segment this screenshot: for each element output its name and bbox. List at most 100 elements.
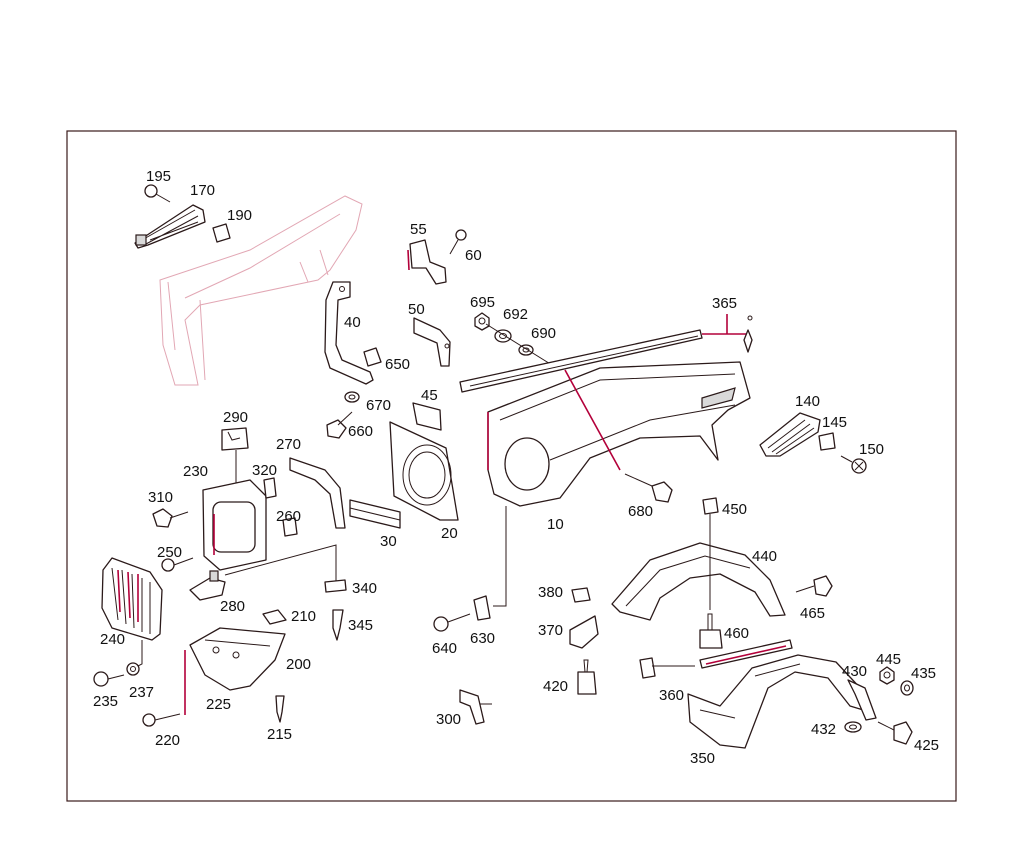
part-430-bracket — [847, 679, 877, 721]
callout-200: 200 — [286, 656, 311, 673]
part-210-clip — [262, 609, 287, 625]
part-360-seal — [639, 639, 793, 679]
callout-320: 320 — [252, 462, 277, 479]
callout-345: 345 — [348, 617, 373, 634]
part-630-clip — [473, 595, 491, 621]
part-235-bolt — [93, 671, 125, 687]
part-445-nut — [879, 666, 895, 685]
callout-360: 360 — [659, 687, 684, 704]
callout-440: 440 — [752, 548, 777, 565]
callout-45: 45 — [421, 387, 438, 404]
part-435-washer — [900, 680, 914, 696]
callout-210: 210 — [291, 608, 316, 625]
callout-370: 370 — [538, 622, 563, 639]
part-345-screw — [332, 609, 344, 641]
part-310-screw — [152, 508, 189, 528]
callout-445: 445 — [876, 651, 901, 668]
leader-695-690 — [485, 323, 561, 371]
part-465-screw — [795, 575, 833, 597]
callout-140: 140 — [795, 393, 820, 410]
part-380-clip — [571, 587, 591, 603]
callout-380: 380 — [538, 584, 563, 601]
part-240-grille — [101, 557, 163, 641]
part-145-clip — [818, 432, 836, 451]
part-450-clip — [702, 497, 719, 515]
part-650-clip — [363, 347, 382, 367]
part-200-lower-housing — [189, 627, 286, 691]
part-260-clip — [282, 517, 298, 537]
part-460-plug — [699, 613, 723, 649]
callout-230: 230 — [183, 463, 208, 480]
callout-30: 30 — [380, 533, 397, 550]
part-60-screw — [449, 229, 467, 255]
part-300-bracket — [459, 689, 492, 725]
callout-labels: 10 20 30 40 45 50 55 60 140 145 150 170 … — [93, 168, 939, 767]
callout-250: 250 — [157, 544, 182, 561]
callout-237: 237 — [129, 684, 154, 701]
callout-310: 310 — [148, 489, 173, 506]
callout-220: 220 — [155, 732, 180, 749]
part-280-bracket — [189, 570, 226, 601]
part-40-bracket — [324, 281, 374, 385]
callout-10: 10 — [547, 516, 564, 533]
part-695-nut — [474, 312, 490, 331]
callout-300: 300 — [436, 711, 461, 728]
part-670-washer — [344, 391, 360, 403]
part-290-clip — [221, 427, 249, 451]
part-680-bolt — [624, 473, 673, 503]
part-55-bracket — [407, 239, 447, 285]
callout-215: 215 — [267, 726, 292, 743]
callout-225: 225 — [206, 696, 231, 713]
part-20-inner-panel — [389, 421, 459, 521]
callout-240: 240 — [100, 631, 125, 648]
callout-235: 235 — [93, 693, 118, 710]
callout-420: 420 — [543, 678, 568, 695]
diagram-frame — [66, 130, 957, 802]
callout-450: 450 — [722, 501, 747, 518]
part-195-screw — [144, 184, 171, 203]
callout-50: 50 — [408, 301, 425, 318]
part-10-fender — [487, 361, 751, 507]
callout-190: 190 — [227, 207, 252, 224]
callout-150: 150 — [859, 441, 884, 458]
part-420-plug — [577, 659, 597, 695]
callout-350: 350 — [690, 750, 715, 767]
callout-145: 145 — [822, 414, 847, 431]
leader-10-630 — [493, 506, 507, 607]
callout-692: 692 — [503, 306, 528, 323]
part-250-screw — [161, 557, 194, 572]
vehicle-outline-reference — [159, 195, 363, 386]
callout-460: 460 — [724, 625, 749, 642]
leader-680 — [564, 369, 621, 471]
callout-650: 650 — [385, 356, 410, 373]
part-150-screw — [840, 455, 867, 474]
part-50-bracket — [413, 317, 451, 367]
part-660-screw — [326, 411, 353, 439]
part-170-trim-strip — [134, 204, 206, 249]
callout-55: 55 — [410, 221, 427, 238]
part-692-washer — [494, 329, 512, 343]
part-440-wheelhouse-liner — [611, 542, 786, 621]
callout-365: 365 — [712, 295, 737, 312]
callout-630: 630 — [470, 630, 495, 647]
part-340-clip — [324, 579, 347, 593]
callout-340: 340 — [352, 580, 377, 597]
callout-670: 670 — [366, 397, 391, 414]
part-320-clip — [263, 477, 277, 499]
callout-260: 260 — [276, 508, 301, 525]
part-425-bolt — [877, 721, 913, 745]
callout-690: 690 — [531, 325, 556, 342]
callout-660: 660 — [348, 423, 373, 440]
part-215-screw — [275, 695, 285, 723]
callout-270: 270 — [276, 436, 301, 453]
callout-40: 40 — [344, 314, 361, 331]
callout-60: 60 — [465, 247, 482, 264]
callout-425: 425 — [914, 737, 939, 754]
part-370-bracket — [569, 615, 599, 649]
callout-680: 680 — [628, 503, 653, 520]
callout-280: 280 — [220, 598, 245, 615]
part-640-screw — [433, 613, 471, 632]
part-365-strip — [459, 314, 753, 393]
callout-640: 640 — [432, 640, 457, 657]
